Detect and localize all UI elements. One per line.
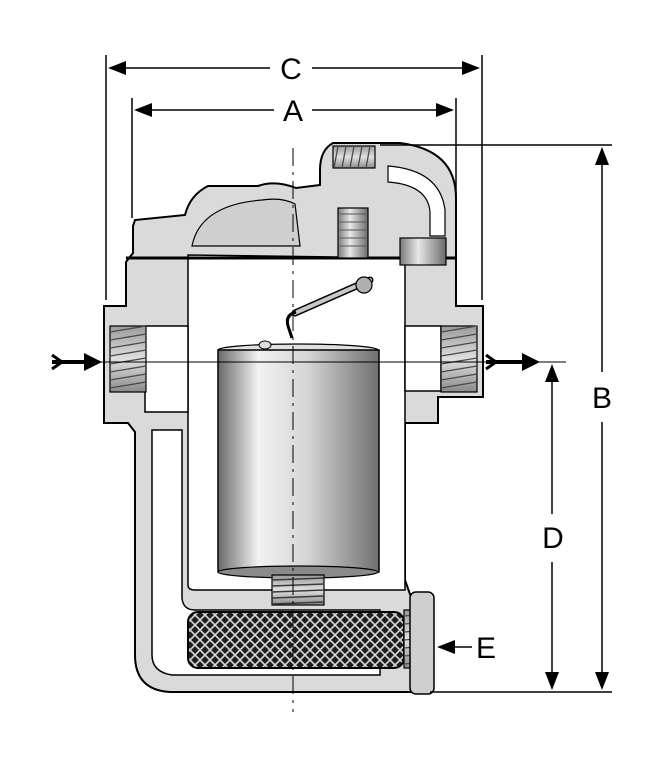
dimension-label-c: C — [280, 53, 302, 86]
dimension-label-d: D — [542, 522, 564, 555]
valve-seat — [337, 207, 369, 259]
bucket-hook — [285, 310, 297, 339]
bottom-threaded-stem — [271, 574, 325, 606]
strainer-screen — [187, 611, 405, 669]
dimension-label-b: B — [592, 382, 612, 415]
inlet-bore — [144, 325, 189, 413]
dimension-lines — [105, 55, 612, 693]
dimension-arrowheads — [108, 61, 609, 690]
inlet-flow-arrow — [51, 353, 102, 371]
inlet-thread — [109, 325, 147, 393]
inverted-bucket — [217, 340, 380, 579]
outlet-thread — [440, 325, 478, 393]
cover-hump — [191, 198, 301, 247]
strainer-plug — [403, 591, 435, 695]
outlet-bore — [404, 325, 442, 392]
dimension-label-a: A — [283, 95, 303, 128]
outlet-flow-arrow — [485, 353, 540, 371]
outlet-passage — [387, 165, 446, 237]
outlet-nipple — [399, 237, 447, 266]
lever-pivot — [355, 276, 373, 294]
top-vent-plug — [332, 145, 376, 169]
valve-mechanism — [285, 207, 447, 339]
dimension-label-e: E — [476, 632, 496, 665]
